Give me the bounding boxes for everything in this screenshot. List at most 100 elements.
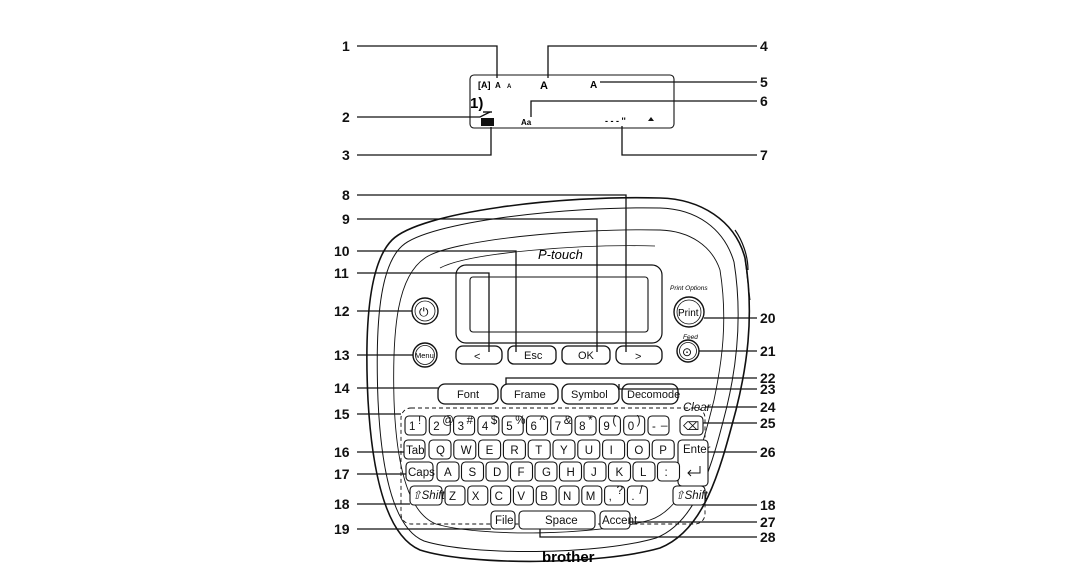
callout-6: 6 <box>760 93 768 109</box>
lcd-icon-small: A <box>507 84 512 90</box>
nav-left-label: < <box>474 351 480 363</box>
key-a-4[interactable]: G <box>534 461 558 482</box>
key-z-0[interactable]: Z <box>444 485 466 506</box>
key-q-0[interactable]: Q <box>428 439 452 460</box>
key-a-0[interactable]: A <box>436 461 460 482</box>
key-shift-label: * <box>588 415 593 427</box>
enter-arrow-icon <box>687 466 701 477</box>
key-a-1[interactable]: S <box>460 461 485 482</box>
key-label: B <box>540 491 548 503</box>
key-num-1[interactable]: 2@ <box>428 415 454 436</box>
key-num-3[interactable]: 4$ <box>477 415 500 436</box>
accent-label: Accent <box>602 515 638 527</box>
key-shift-label: ) <box>637 415 641 427</box>
key-a-7[interactable]: K <box>607 461 632 482</box>
callout-12: 12 <box>334 303 350 319</box>
lcd-tape-icon <box>648 117 654 121</box>
tab-key[interactable]: Tab <box>403 439 426 460</box>
key-z-1[interactable]: X <box>467 485 489 506</box>
power-button[interactable]: ⏻ <box>411 297 439 325</box>
decomode-key-label: Decomode <box>627 389 680 401</box>
key-label: 7 <box>555 421 561 433</box>
model-script: P-touch <box>538 247 583 262</box>
shift-left-label: ⇧Shift <box>412 490 445 502</box>
key-z-3[interactable]: V <box>512 485 534 506</box>
print-button[interactable]: Print Options Print <box>670 285 708 328</box>
nav-right-label: > <box>635 351 641 363</box>
key-label: L <box>640 467 647 479</box>
key-z-4[interactable]: B <box>535 485 557 506</box>
key-q-4[interactable]: T <box>527 439 551 460</box>
key-label: F <box>518 467 525 479</box>
key-z-6[interactable]: M <box>581 485 603 506</box>
caps-key[interactable]: Caps <box>405 461 435 482</box>
key-q-2[interactable]: E <box>478 439 502 460</box>
callout-20: 20 <box>760 310 776 326</box>
key-label: W <box>461 445 472 457</box>
key-num-6[interactable]: 7& <box>550 415 573 436</box>
lcd-icon-style: A <box>540 80 548 92</box>
shift-right-key[interactable]: ⇧Shift <box>672 485 708 506</box>
nav-left-key[interactable]: < <box>455 345 503 365</box>
key-z-5[interactable]: N <box>558 485 580 506</box>
key-q-8[interactable]: O <box>626 439 650 460</box>
key-a-2[interactable]: D <box>485 461 509 482</box>
key-z-7[interactable]: ,? <box>604 485 626 506</box>
callout-1: 1 <box>342 38 350 54</box>
space-key[interactable]: Space <box>518 510 596 530</box>
esc-key[interactable]: Esc <box>507 345 557 365</box>
ok-key[interactable]: OK <box>561 345 611 365</box>
menu-button[interactable]: Menu <box>412 342 438 368</box>
key-shift-label: ^ <box>540 415 546 427</box>
key-shift-label: _ <box>660 415 668 427</box>
key-label: , <box>609 491 612 503</box>
callout-13: 13 <box>334 347 350 363</box>
key-q-3[interactable]: R <box>502 439 526 460</box>
key-a-8[interactable]: L <box>632 461 656 482</box>
decomode-key[interactable]: Decomode <box>621 383 680 405</box>
callout-26: 26 <box>760 444 776 460</box>
key-num-4[interactable]: 5% <box>501 415 525 436</box>
key-q-7[interactable]: I <box>602 439 626 460</box>
key-label: K <box>616 467 624 479</box>
key-num-2[interactable]: 3# <box>453 415 476 436</box>
font-key[interactable]: Font <box>437 383 499 405</box>
key-label: - <box>652 421 656 433</box>
key-label: N <box>563 491 571 503</box>
key-num-10[interactable]: -_ <box>647 415 670 436</box>
symbol-key[interactable]: Symbol <box>561 383 620 405</box>
file-key[interactable]: File <box>490 510 516 530</box>
print-options-caption: Print Options <box>670 285 708 292</box>
key-num-7[interactable]: 8* <box>574 415 597 436</box>
key-a-3[interactable]: F <box>509 461 534 482</box>
key-a-5[interactable]: H <box>558 461 583 482</box>
lcd-caps-icon <box>481 118 494 126</box>
enter-key[interactable]: Enter <box>677 439 711 487</box>
key-q-6[interactable]: U <box>577 439 601 460</box>
key-z-8[interactable]: ./ <box>626 485 648 506</box>
key-q-5[interactable]: Y <box>552 439 576 460</box>
key-num-9[interactable]: 0) <box>623 415 646 436</box>
feed-button[interactable]: Feed ⊙ <box>676 334 700 363</box>
feed-caption: Feed <box>683 334 698 341</box>
key-q-9[interactable]: P <box>651 439 675 460</box>
key-label: Z <box>449 491 456 503</box>
accent-key[interactable]: Accent <box>599 510 638 530</box>
key-num-8[interactable]: 9( <box>598 415 621 436</box>
backspace-key[interactable]: ⌫ Clear <box>679 402 712 436</box>
key-label: E <box>486 445 494 457</box>
key-a-9[interactable]: : <box>656 461 681 482</box>
key-num-0[interactable]: 1! <box>404 415 427 436</box>
callout-2: 2 <box>342 109 350 125</box>
key-a-6[interactable]: J <box>583 461 607 482</box>
nav-right-key[interactable]: > <box>615 345 663 365</box>
key-num-5[interactable]: 6^ <box>525 415 549 436</box>
shift-right-label: ⇧Shift <box>675 490 708 502</box>
key-q-1[interactable]: W <box>453 439 477 460</box>
frame-key[interactable]: Frame <box>500 383 559 405</box>
key-z-2[interactable]: C <box>490 485 512 506</box>
shift-left-key[interactable]: ⇧Shift <box>409 485 445 506</box>
key-label: 9 <box>603 421 609 433</box>
number-row: 1!2@3#4$5%6^7&8*9(0)-_ <box>404 415 670 436</box>
